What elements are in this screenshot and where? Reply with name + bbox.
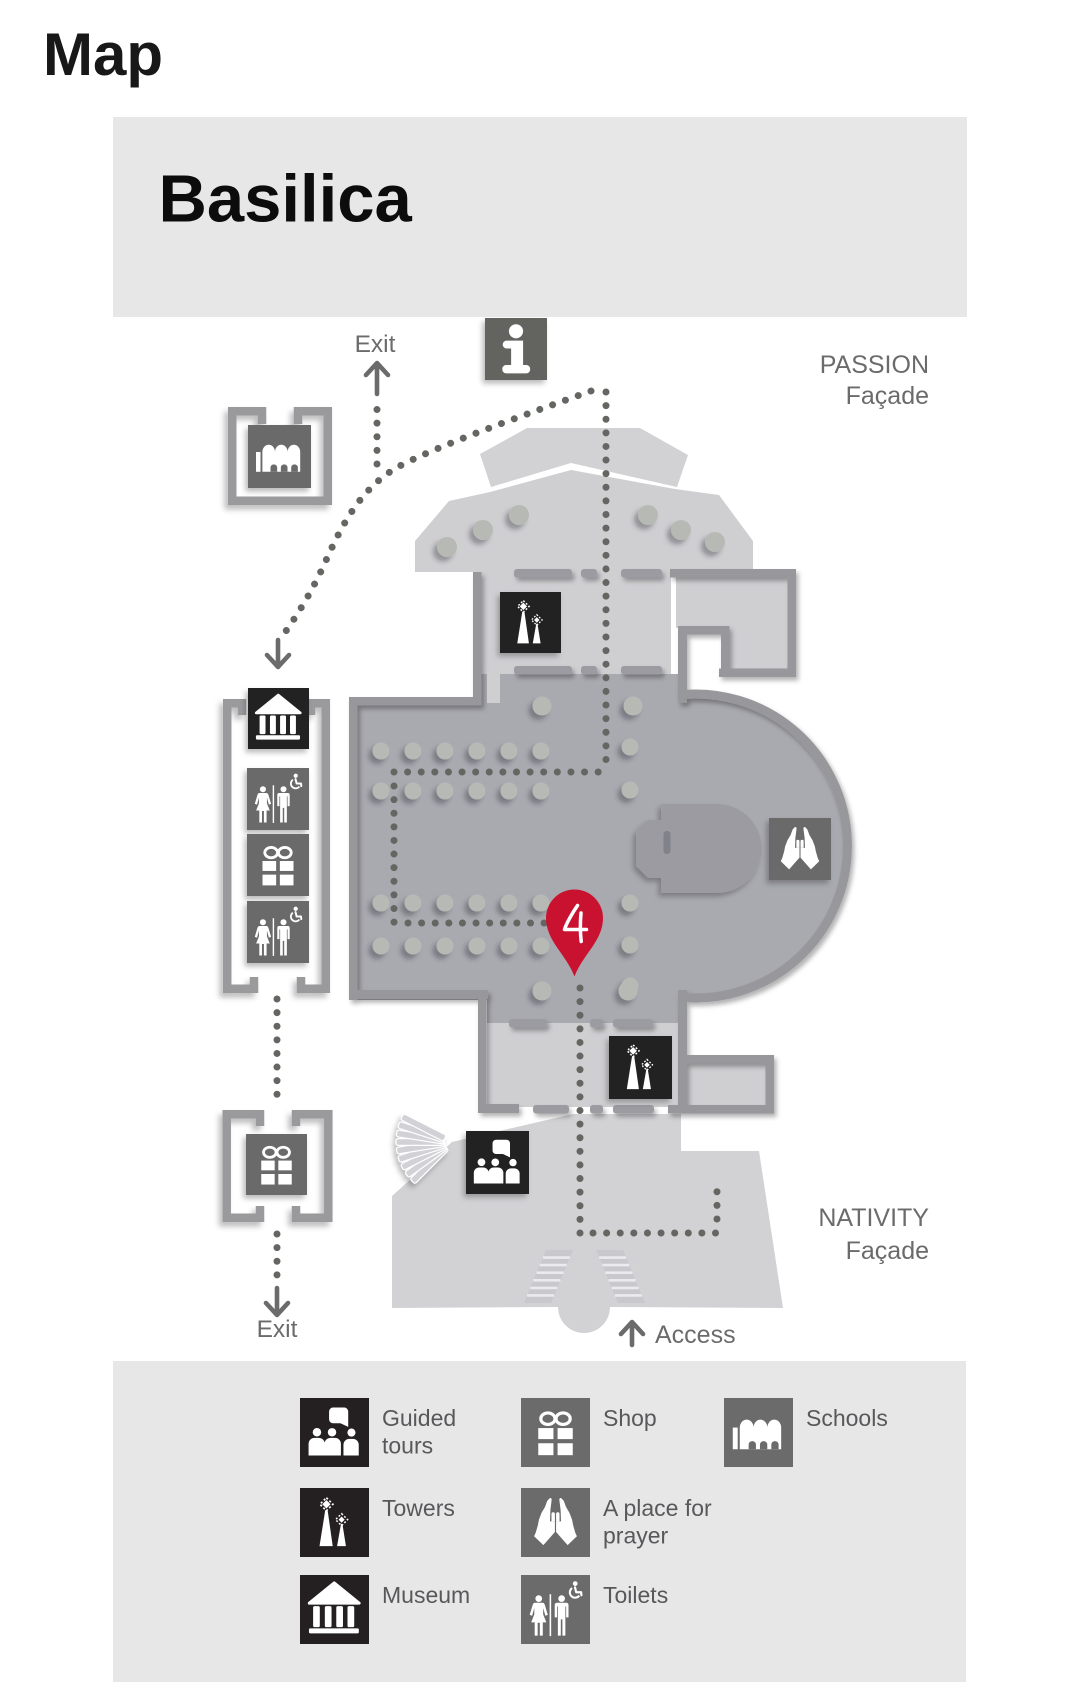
svg-text:Façade: Façade <box>846 1237 929 1265</box>
svg-text:Schools: Schools <box>806 1405 888 1431</box>
svg-text:Façade: Façade <box>846 382 929 410</box>
svg-text:Exit: Exit <box>355 331 396 358</box>
svg-text:Access: Access <box>655 1321 736 1349</box>
svg-text:Basilica: Basilica <box>159 162 413 237</box>
svg-text:Toilets: Toilets <box>603 1582 668 1608</box>
svg-text:PASSION: PASSION <box>820 351 929 379</box>
svg-text:Map: Map <box>43 21 163 88</box>
svg-text:Museum: Museum <box>382 1582 470 1608</box>
svg-text:Towers: Towers <box>382 1495 455 1521</box>
svg-text:tours: tours <box>382 1433 433 1459</box>
svg-text:Guided: Guided <box>382 1405 456 1431</box>
svg-text:A place for: A place for <box>603 1495 712 1521</box>
svg-text:Shop: Shop <box>603 1405 657 1431</box>
svg-text:prayer: prayer <box>603 1523 669 1549</box>
svg-text:NATIVITY: NATIVITY <box>818 1204 929 1232</box>
svg-text:Exit: Exit <box>257 1316 298 1343</box>
